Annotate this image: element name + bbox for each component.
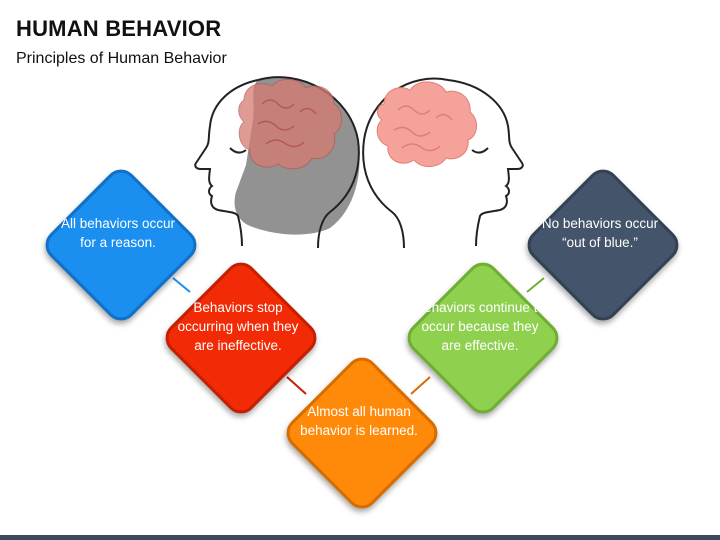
principle-text-ineffective: Behaviors stop occurring when they are i… (177, 300, 299, 353)
left-brain-icon (238, 79, 342, 170)
connector-blue-red (172, 277, 191, 293)
page-subtitle: Principles of Human Behavior (16, 50, 227, 67)
right-head-icon (362, 77, 524, 249)
connector-red-orange (286, 376, 307, 395)
principle-text-out-of-blue: No behaviors occur “out of blue.” (541, 216, 659, 250)
page-title: HUMAN BEHAVIOR (16, 16, 222, 41)
connector-orange-green (410, 376, 431, 395)
principle-text-learned: Almost all human behavior is learned. (300, 404, 418, 438)
principle-text-reason: All behaviors occur for a reason. (60, 216, 176, 250)
footer-bar (0, 535, 720, 540)
right-brain-icon (376, 81, 477, 167)
connector-green-navy (526, 277, 545, 293)
principle-text-effective: Behaviors continue to occur because they… (415, 300, 545, 353)
